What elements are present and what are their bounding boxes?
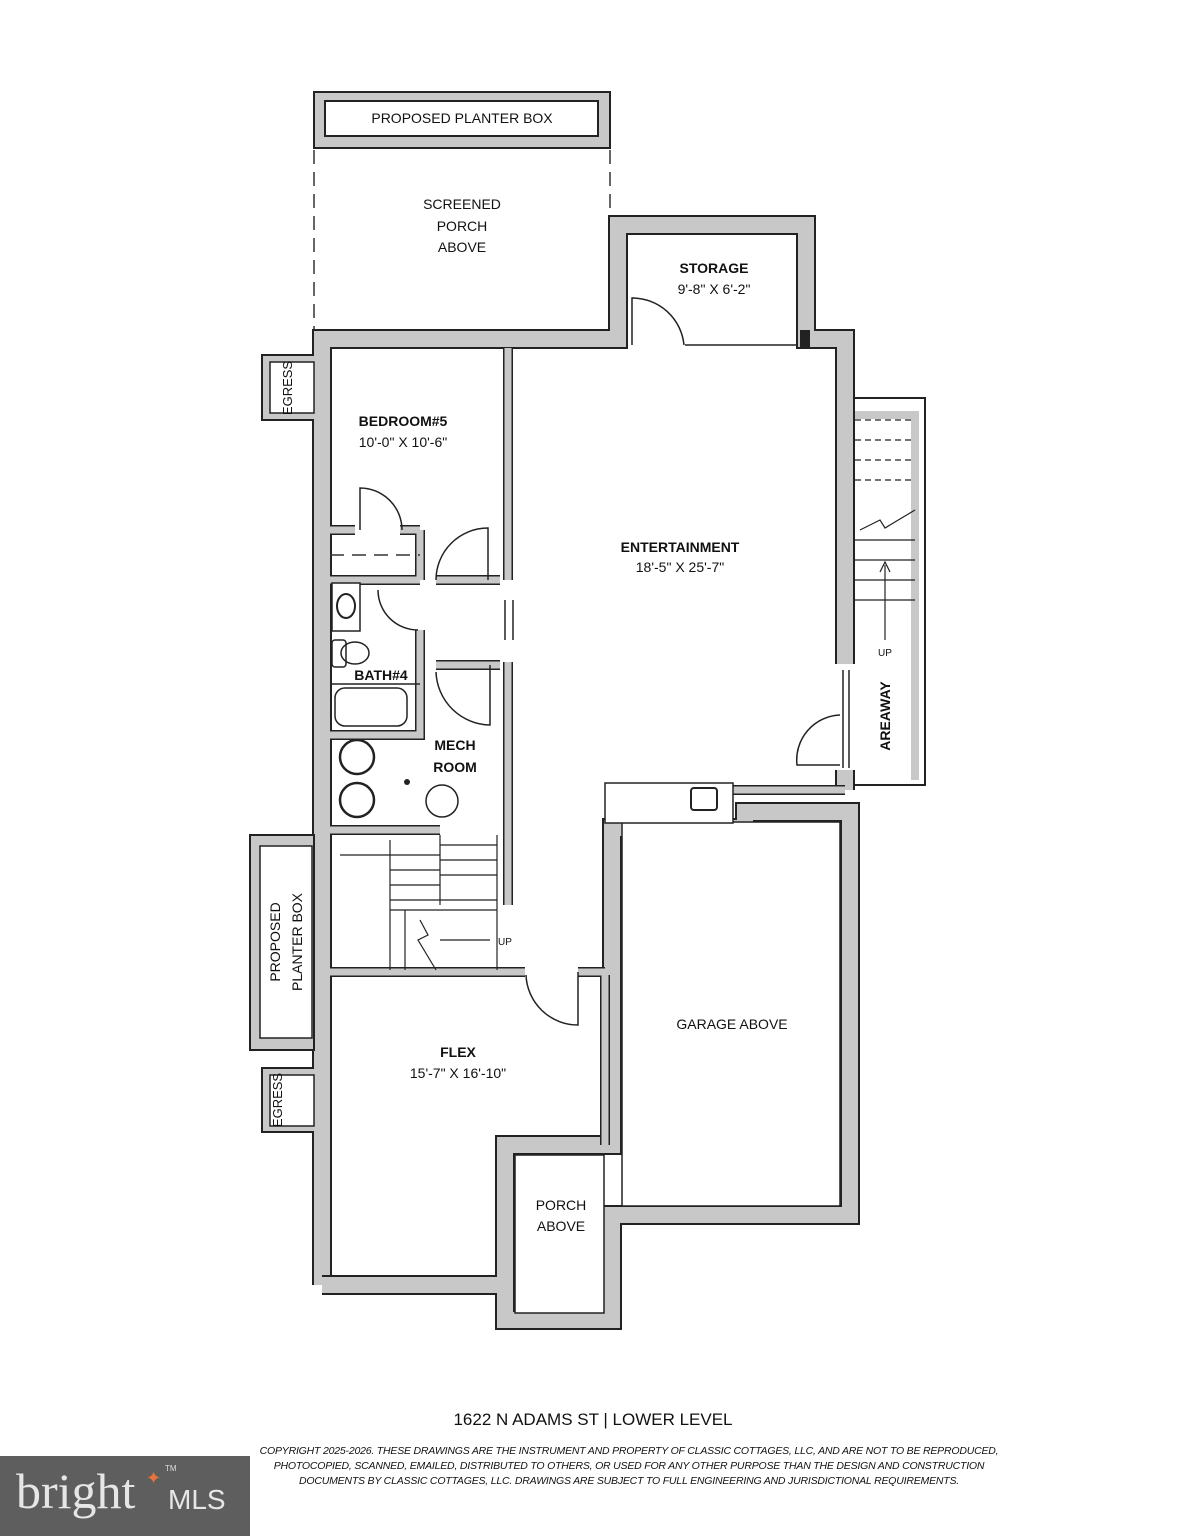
planter-top-label: PROPOSED PLANTER BOX [371, 110, 553, 126]
areaway [855, 397, 926, 786]
bright-mls-watermark: bright ✦TM MLS [0, 1456, 250, 1536]
stairs-interior [340, 835, 498, 971]
egress-top: EGRESS [261, 354, 315, 421]
exterior-walls [312, 215, 860, 1330]
mech-label: MECH [434, 737, 475, 753]
watermark-brand: bright [16, 1463, 136, 1519]
egress-label: EGRESS [270, 1073, 285, 1128]
planter-box-left: PROPOSED PLANTER BOX [249, 834, 315, 1051]
planter-left-label: PROPOSED [267, 902, 283, 981]
entertainment-size: 18'-5" X 25'-7" [636, 559, 724, 575]
bedroom-label: BEDROOM#5 [359, 413, 448, 429]
stairs-up-label: UP [498, 937, 512, 948]
planter-box-top: PROPOSED PLANTER BOX [313, 91, 611, 149]
doors [359, 297, 850, 1026]
storage-size: 9'-8" X 6'-2" [678, 281, 751, 297]
entertainment-label: ENTERTAINMENT [621, 539, 740, 555]
egress-bottom: EGRESS [261, 1067, 315, 1133]
flex-size: 15'-7" X 16'-10" [410, 1065, 506, 1081]
flex-label: FLEX [440, 1044, 476, 1060]
planter-left-label: PLANTER BOX [289, 892, 305, 991]
screened-porch-label: SCREENED [423, 196, 501, 212]
bath-label: BATH#4 [354, 667, 408, 683]
screened-porch-label: PORCH [437, 218, 488, 234]
watermark-suffix: MLS [168, 1484, 226, 1515]
plan-title: 1622 N ADAMS ST | LOWER LEVEL [453, 1410, 733, 1429]
garage-label: GARAGE ABOVE [676, 1016, 787, 1032]
areaway-label: AREAWAY [877, 681, 893, 751]
egress-label: EGRESS [280, 361, 295, 416]
fixtures [330, 582, 734, 824]
bedroom-size: 10'-0" X 10'-6" [359, 434, 447, 450]
porch-label: PORCH [536, 1197, 587, 1213]
areaway-up-label: UP [878, 648, 892, 659]
copyright-notice: COPYRIGHT 2025-2026. THESE DRAWINGS ARE … [259, 1445, 999, 1487]
porch-label: ABOVE [537, 1218, 585, 1234]
screened-porch-label: ABOVE [438, 239, 486, 255]
storage-label: STORAGE [680, 260, 749, 276]
floor-plan: PROPOSED PLANTER BOX SCREENED PORCH ABOV… [249, 91, 926, 1330]
star-icon: ✦ [146, 1468, 162, 1488]
screened-porch: SCREENED PORCH ABOVE [313, 150, 611, 330]
watermark-tm: TM [165, 1464, 177, 1473]
mech-label: ROOM [433, 759, 477, 775]
